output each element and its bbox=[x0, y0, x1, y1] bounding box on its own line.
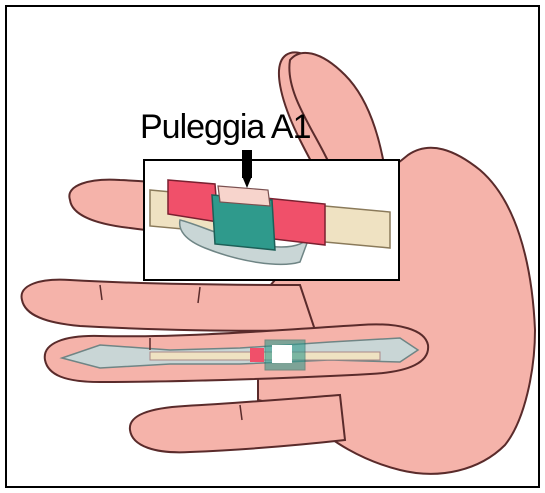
pulley-label: Puleggia A1 bbox=[140, 110, 311, 144]
finger-middle bbox=[22, 280, 315, 331]
inset-sheath-left bbox=[168, 180, 218, 222]
small-sheath-red bbox=[250, 348, 264, 362]
inset-pulley-top bbox=[218, 186, 270, 206]
pointer-arrow-shaft bbox=[242, 150, 252, 178]
small-pulley-window bbox=[272, 345, 292, 363]
